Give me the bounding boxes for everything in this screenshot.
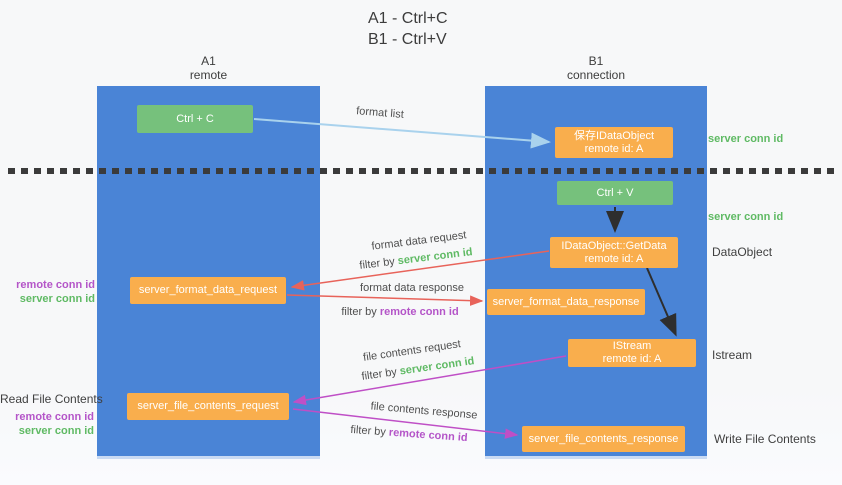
ctrl-c-node: Ctrl + C (137, 105, 253, 133)
column-header-a1: A1 remote (97, 54, 320, 82)
file-contents-response-label: file contents response (370, 400, 478, 422)
column-a1-id: A1 (201, 54, 216, 68)
save-idataobject-node: 保存IDataObject remote id: A (555, 127, 673, 158)
dataobject-edge-label: DataObject (712, 245, 773, 259)
istream-line2: remote id: A (602, 353, 662, 365)
format-data-response-label: format data response (360, 282, 464, 294)
column-header-b1: B1 connection (485, 54, 707, 82)
phase-separator-dotted-line (8, 168, 835, 174)
server-file-contents-request-label: server_file_contents_request (137, 400, 279, 412)
filter-by-remote-conn-id-label-2: filter by remote conn id (350, 424, 468, 444)
getdata-line1: IDataObject::GetData (561, 239, 667, 252)
server-conn-id-inline-1: server conn id (397, 246, 474, 268)
istream-edge-label: Istream (712, 348, 753, 362)
server-format-data-request-label: server_format_data_request (138, 284, 278, 296)
filter-by-prefix-3: filter by (360, 365, 401, 383)
istream-line1: IStream (612, 340, 652, 352)
ctrl-v-label: Ctrl + V (596, 186, 634, 199)
filter-by-prefix-2: filter by (341, 306, 380, 318)
server-file-contents-response-label: server_file_contents_response (528, 432, 679, 445)
server-conn-id-right-mid: server conn id (708, 211, 784, 223)
title-line-2: B1 - Ctrl+V (368, 31, 447, 48)
diagram-title: A1 - Ctrl+C B1 - Ctrl+V (368, 8, 448, 50)
server-format-data-response-label: server_format_data_response (492, 295, 640, 308)
format-list-label: format list (355, 105, 405, 121)
server-format-data-response-node: server_format_data_response (487, 289, 645, 315)
filter-by-remote-conn-id-label-1: filter by remote conn id (341, 306, 458, 318)
column-a1-role: remote (189, 68, 228, 82)
read-file-contents-label: Read File Contents (0, 392, 103, 406)
save-idataobject-line2: remote id: A (584, 142, 644, 155)
server-file-contents-request-node: server_file_contents_request (127, 393, 289, 420)
column-b1-id: B1 (588, 54, 604, 68)
column-b1-role: connection (566, 68, 626, 82)
save-idataobject-line1: 保存IDataObject (573, 129, 655, 142)
idataobject-getdata-node: IDataObject::GetData remote id: A (550, 237, 678, 268)
filter-by-prefix-4: filter by (350, 423, 390, 439)
server-file-contents-response-node: server_file_contents_response (522, 426, 685, 452)
getdata-line2: remote id: A (584, 252, 644, 265)
server-conn-id-left-2: server conn id (18, 425, 94, 437)
server-conn-id-inline-2: server conn id (398, 355, 476, 378)
server-format-data-request-node: server_format_data_request (130, 277, 286, 304)
ctrl-v-node: Ctrl + V (557, 181, 673, 205)
remote-conn-id-left-1: remote conn id (16, 279, 95, 291)
server-conn-id-left-1: server conn id (19, 293, 95, 305)
server-conn-id-right-top: server conn id (708, 133, 784, 145)
remote-conn-id-left-2: remote conn id (15, 411, 94, 423)
write-file-contents-label: Write File Contents (714, 432, 816, 446)
ctrl-c-label: Ctrl + C (176, 112, 214, 125)
remote-conn-id-inline-2: remote conn id (388, 426, 468, 445)
remote-conn-id-inline-1: remote conn id (379, 306, 459, 318)
title-line-1: A1 - Ctrl+C (368, 10, 448, 27)
istream-node: IStream remote id: A (568, 339, 696, 367)
filter-by-prefix-1: filter by (358, 255, 399, 272)
